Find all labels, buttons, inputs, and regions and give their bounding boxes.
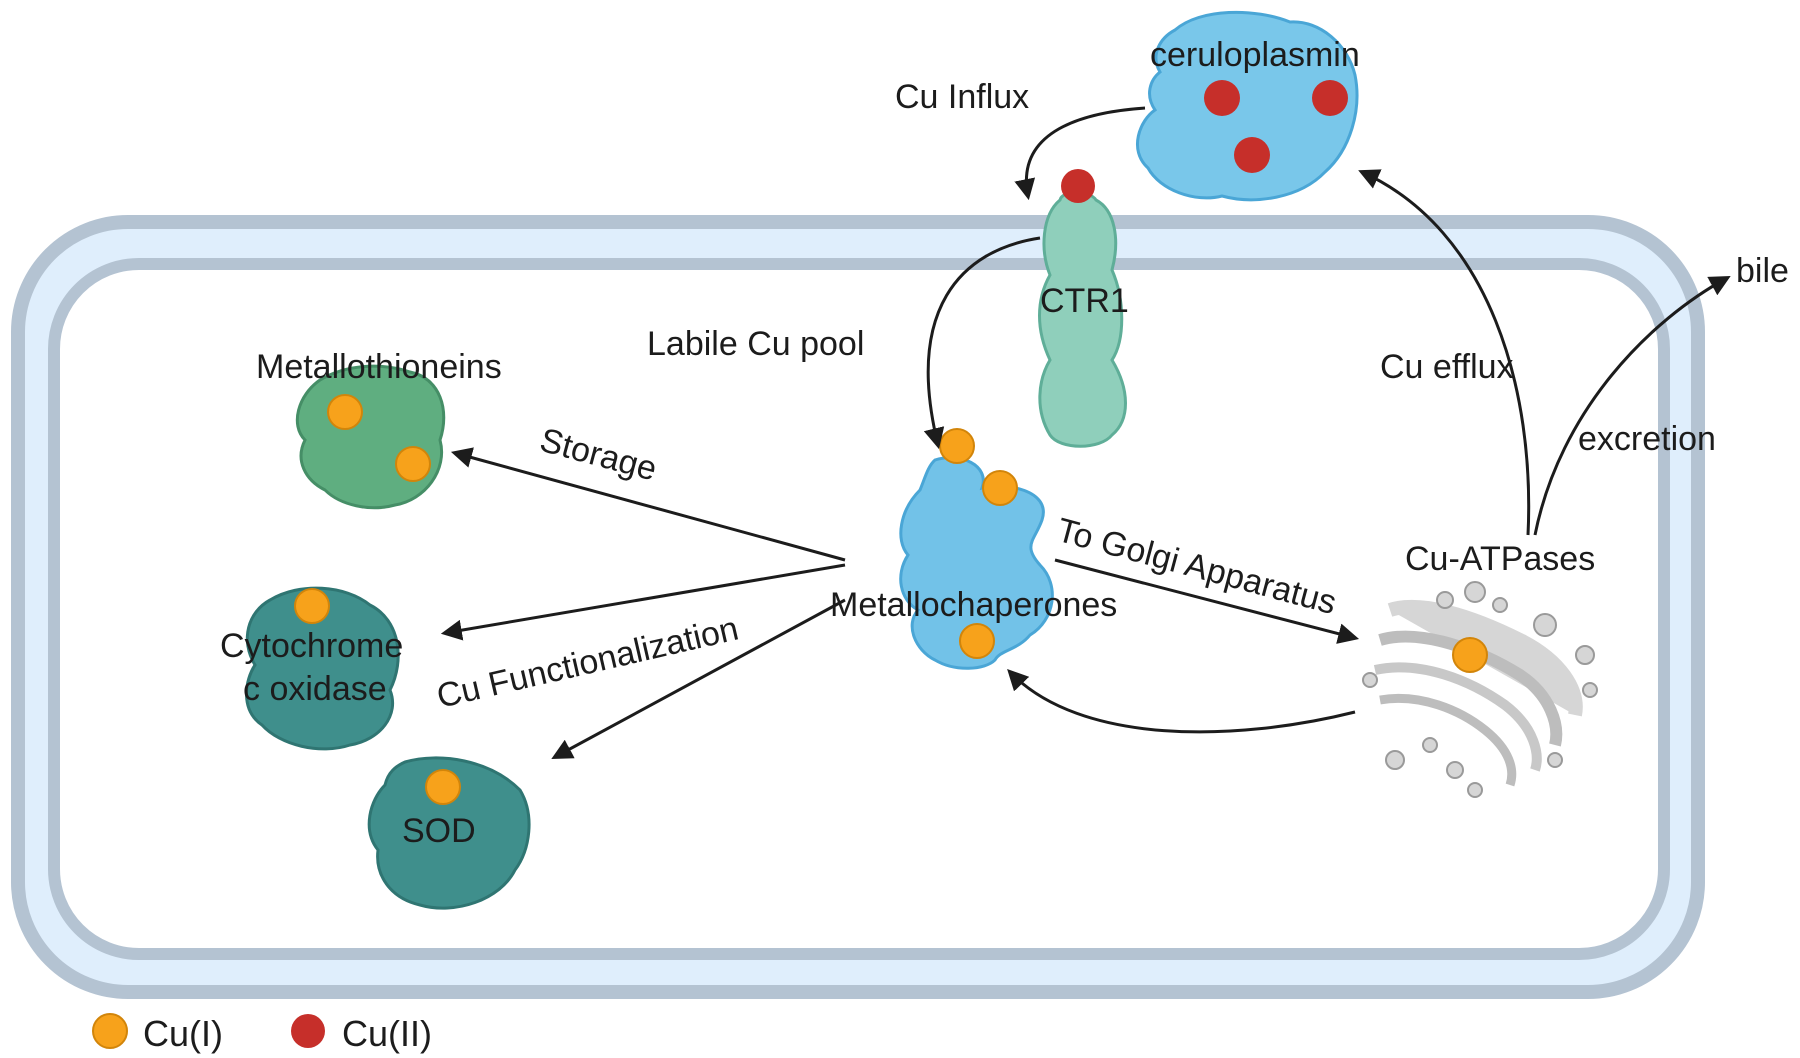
cu-i-dot bbox=[395, 446, 431, 482]
cu-i-dot bbox=[294, 588, 330, 624]
arrows bbox=[440, 106, 1731, 759]
arrow-to-sod bbox=[551, 598, 846, 759]
label-c-oxidase: c oxidase bbox=[243, 670, 387, 708]
label-bile: bile bbox=[1736, 252, 1789, 290]
cu-i-dot bbox=[982, 470, 1018, 506]
arrow-excretion bbox=[1533, 275, 1731, 536]
cu-ii-dot bbox=[1061, 169, 1095, 203]
golgi-apparatus bbox=[1362, 581, 1598, 798]
label-cu-efflux: Cu efflux bbox=[1380, 348, 1514, 386]
label-metallochaperones: Metallochaperones bbox=[830, 586, 1117, 624]
arrow-cu-efflux bbox=[1358, 169, 1531, 536]
arrow-to-cytochrome bbox=[440, 563, 846, 641]
ceruloplasmin-protein bbox=[1136, 10, 1359, 202]
label-ctr1: CTR1 bbox=[1040, 282, 1129, 320]
label-metallothioneins: Metallothioneins bbox=[256, 348, 502, 386]
legend-cu-ii-label: Cu(II) bbox=[342, 1013, 432, 1054]
cu-ii-dot bbox=[1204, 80, 1240, 116]
metallothioneins-protein bbox=[295, 364, 446, 510]
legend-cu-ii-swatch bbox=[291, 1014, 325, 1048]
legend-cu-i-swatch bbox=[92, 1013, 128, 1049]
label-cu-influx: Cu Influx bbox=[895, 78, 1029, 116]
cytochrome-c-oxidase-protein bbox=[245, 586, 400, 751]
arrow-ctr1-to-chaperones bbox=[923, 236, 1041, 450]
label-cu-atpases: Cu-ATPases bbox=[1405, 540, 1595, 578]
cu-i-dot bbox=[939, 428, 975, 464]
sod-protein bbox=[367, 756, 531, 910]
cu-i-dot bbox=[959, 623, 995, 659]
cu-ii-dot bbox=[1312, 80, 1348, 116]
arrow-golgi-return bbox=[1007, 668, 1356, 734]
ctr1-transporter bbox=[1038, 169, 1127, 448]
label-ceruloplasmin: ceruloplasmin bbox=[1150, 36, 1360, 74]
legend: Cu(I) Cu(II) bbox=[92, 1013, 432, 1054]
label-excretion: excretion bbox=[1578, 420, 1716, 458]
label-sod: SOD bbox=[402, 812, 476, 850]
cu-i-dot bbox=[425, 769, 461, 805]
cu-i-dot bbox=[327, 394, 363, 430]
arrow-cu-influx bbox=[1014, 106, 1146, 201]
label-labile-cu-pool: Labile Cu pool bbox=[647, 325, 864, 363]
arrow-to-golgi bbox=[1054, 558, 1360, 644]
legend-cu-i-label: Cu(I) bbox=[143, 1013, 223, 1054]
label-cytochrome: Cytochrome bbox=[220, 627, 403, 665]
cu-ii-dot bbox=[1234, 137, 1270, 173]
cu-i-dot bbox=[1452, 637, 1488, 673]
arrow-storage bbox=[450, 447, 846, 562]
metallochaperones-protein bbox=[899, 428, 1054, 670]
